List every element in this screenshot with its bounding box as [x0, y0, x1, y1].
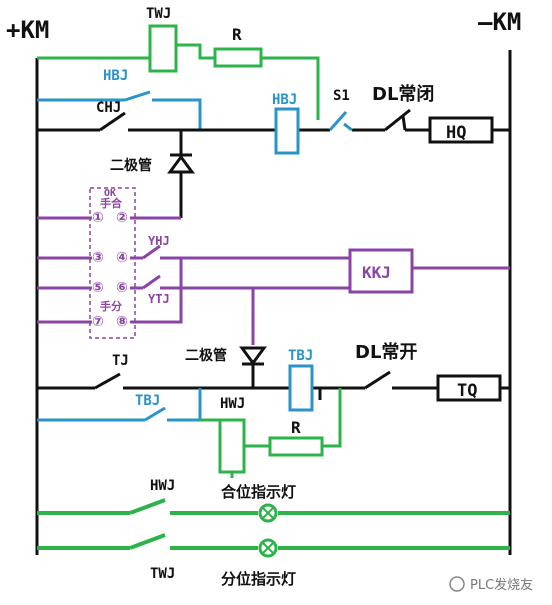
- terminal-1: ①: [92, 210, 104, 226]
- terminal-3: ③: [92, 250, 104, 266]
- twj-top-label: TWJ: [146, 6, 171, 22]
- tj-label: TJ: [112, 353, 129, 369]
- watermark: PLC发烧友: [449, 576, 533, 593]
- terminal-5: ⑤: [92, 280, 104, 296]
- tbj-coil-label: TBJ: [288, 348, 313, 364]
- ok-switch-wires: [37, 216, 510, 345]
- r-top-label: R: [232, 25, 242, 44]
- hwj-coil-label: HWJ: [220, 396, 245, 412]
- twj-r-branch: [37, 24, 320, 120]
- ytj-label: YTJ: [148, 292, 170, 306]
- dl-closed-label: DL常闭: [372, 83, 434, 105]
- kkj-relay: [348, 248, 414, 294]
- close-indicator-lamp: [258, 503, 278, 523]
- hbj-coil-label: HBJ: [272, 92, 297, 108]
- diode-bottom-label: 二极管: [185, 347, 227, 364]
- tbj-contact-label: TBJ: [135, 393, 160, 409]
- closing-circuit: [37, 111, 510, 132]
- minus-km-label: —KM: [478, 8, 521, 36]
- tq-coil: [436, 374, 502, 402]
- hbj-self-hold-branch: [37, 90, 202, 130]
- ok-title: OK: [104, 188, 116, 199]
- terminal-4: ④: [116, 250, 128, 266]
- terminal-6: ⑥: [116, 280, 128, 296]
- hand-open-label: 手分: [100, 299, 122, 313]
- diode-top: [167, 130, 195, 218]
- wechat-icon: [449, 576, 465, 592]
- open-indicator-lamp: [258, 538, 278, 558]
- hand-close-label: 手合: [100, 196, 123, 210]
- watermark-text: PLC发烧友: [470, 577, 533, 593]
- open-lamp-label: 分位指示灯: [221, 570, 296, 588]
- tbj-coil: [288, 364, 314, 412]
- r-bottom-label: R: [291, 418, 301, 437]
- hwj-contact-label: HWJ: [150, 478, 175, 494]
- tbj-contact-branch: [37, 388, 202, 422]
- plus-km-label: +KM: [6, 16, 49, 44]
- diode-bottom: [239, 346, 267, 388]
- dl-open-label: DL常开: [355, 341, 417, 363]
- hq-coil: [428, 116, 494, 144]
- twj-bottom-label: TWJ: [150, 566, 175, 582]
- tq-label: TQ: [457, 381, 477, 401]
- close-lamp-label: 合位指示灯: [220, 483, 296, 501]
- hbj-left-label: HBJ: [103, 68, 128, 84]
- terminal-8: ⑧: [116, 314, 128, 330]
- s1-label: S1: [333, 88, 350, 104]
- chj-label: CHJ: [96, 100, 121, 116]
- diode-top-label: 二极管: [110, 157, 152, 174]
- hbj-coil: [274, 107, 300, 155]
- hq-label: HQ: [446, 123, 466, 143]
- kkj-label: KKJ: [362, 263, 391, 282]
- yhj-label: YHJ: [148, 234, 170, 248]
- lamp-branches: [37, 498, 510, 550]
- ok-switch-box: [89, 187, 136, 339]
- terminal-7: ⑦: [92, 314, 104, 330]
- dl-closed-contact: [384, 108, 411, 132]
- s1-switch: [328, 111, 348, 131]
- hwj-r-branch: [200, 388, 342, 478]
- tripping-circuit: [37, 370, 510, 400]
- terminal-2: ②: [116, 210, 128, 226]
